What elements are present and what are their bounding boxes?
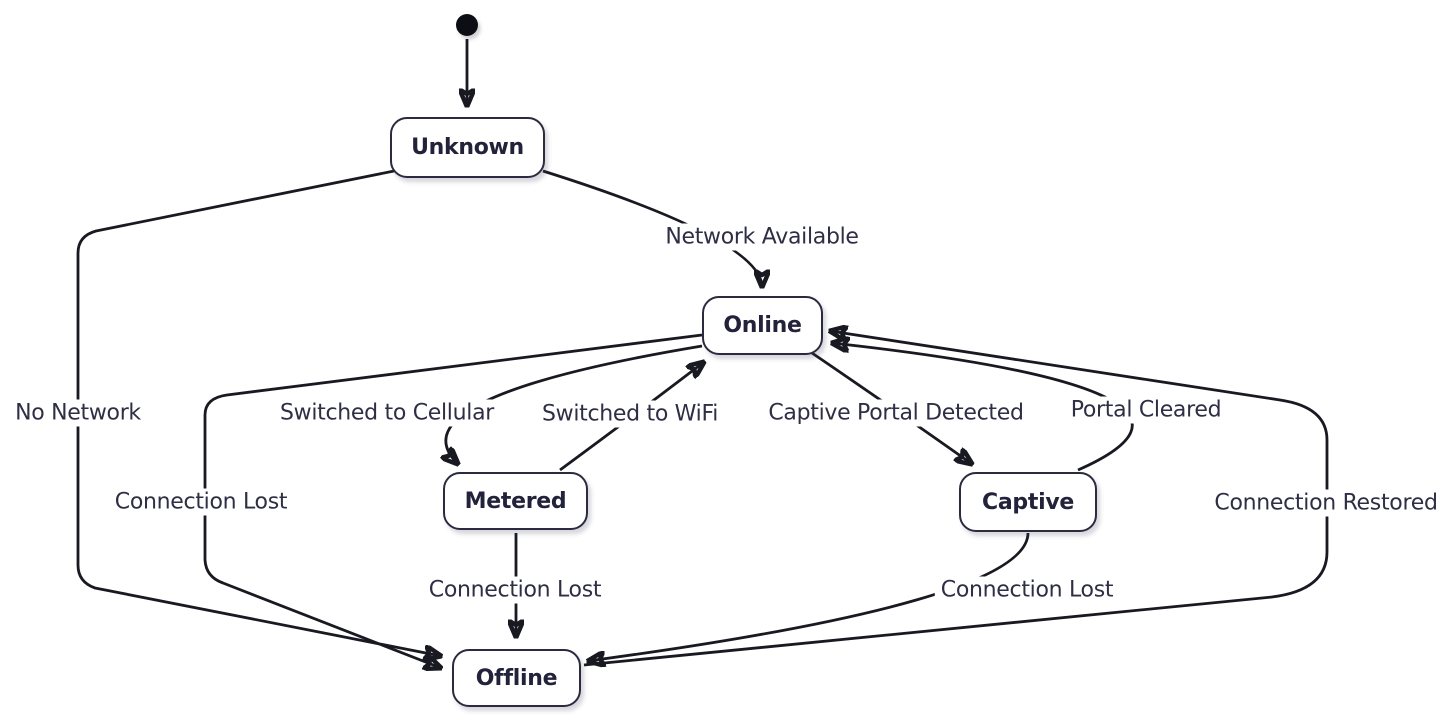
edge-online-to-offline: [203, 333, 703, 668]
edge-label-portal-cleared: Portal Cleared: [1064, 396, 1228, 424]
edge-label-connection-restored: Connection Restored: [1208, 489, 1444, 517]
initial-state-dot: [456, 14, 478, 36]
state-captive: Captive: [959, 472, 1097, 532]
state-unknown: Unknown: [390, 117, 545, 178]
state-offline: Offline: [452, 649, 581, 707]
edge-label-connection-lost-metered: Connection Lost: [422, 576, 608, 604]
edge-label-switched-to-wifi: Switched to WiFi: [535, 400, 725, 428]
state-online: Online: [702, 296, 823, 355]
edge-label-captive-portal-detected: Captive Portal Detected: [762, 399, 1030, 427]
edge-label-no-network: No Network: [9, 399, 147, 427]
edge-offline-to-online: [583, 331, 1329, 667]
edge-captive-to-offline: [588, 532, 1030, 661]
edge-label-switched-to-cellular: Switched to Cellular: [273, 399, 501, 427]
edge-label-network-available: Network Available: [659, 223, 865, 251]
edge-label-connection-lost-captive: Connection Lost: [934, 576, 1120, 604]
state-metered: Metered: [443, 472, 588, 530]
edge-label-connection-lost-online: Connection Lost: [108, 488, 294, 516]
